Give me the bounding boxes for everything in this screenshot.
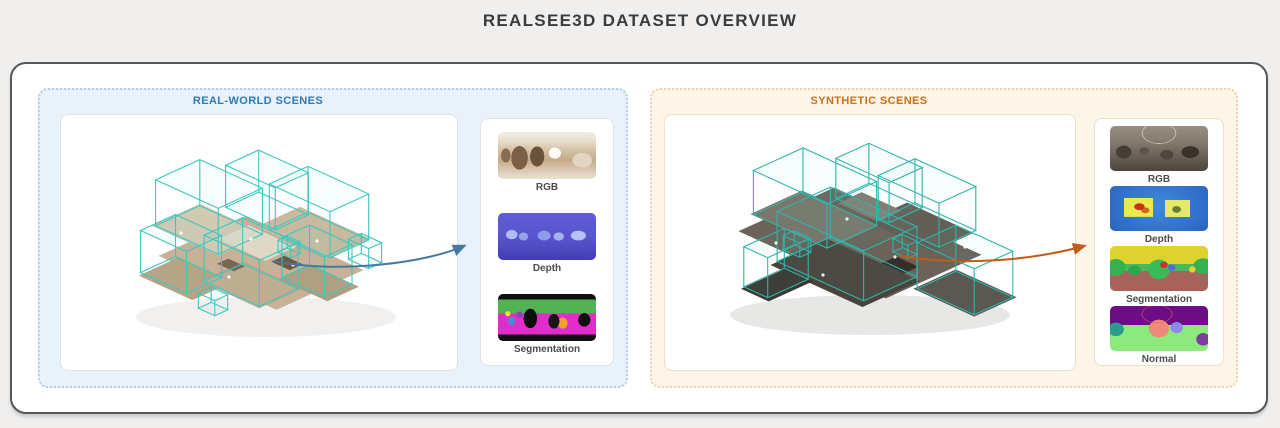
page-title: REALSEE3D DATASET OVERVIEW (482, 11, 798, 30)
synthetic-panel-title: SYNTHETIC SCENES (810, 95, 928, 107)
rgb-thumbnail (498, 132, 596, 179)
segmentation-thumbnail (498, 294, 596, 341)
modality-segmentation: Segmentation (498, 294, 596, 356)
thumbnail-label: Depth (1144, 234, 1174, 245)
normal-thumbnail (1110, 306, 1208, 351)
modality-rgb: RGB (498, 132, 596, 194)
depth-thumbnail (1110, 186, 1208, 231)
overview-board: REAL-WORLD SCENES RGB Depth Segmentation (10, 62, 1268, 414)
modality-depth: Depth (1110, 186, 1208, 246)
modality-depth: Depth (498, 213, 596, 275)
real-world-3d-scene-image (136, 149, 396, 337)
synthetic-3d-scene-image (730, 142, 1018, 335)
real-world-panel-title: REAL-WORLD SCENES (192, 95, 324, 107)
synthetic-scene-card (664, 114, 1076, 371)
real-world-scene-card (60, 114, 458, 371)
modality-segmentation: Segmentation (1110, 246, 1208, 306)
thumbnail-label: Normal (1141, 354, 1177, 365)
modality-normal: Normal (1110, 306, 1208, 366)
depth-thumbnail (498, 213, 596, 260)
modality-rgb: RGB (1110, 126, 1208, 186)
thumbnail-label: RGB (535, 182, 559, 193)
real-world-modalities-card: RGB Depth Segmentation (480, 118, 614, 366)
thumbnail-label: Segmentation (513, 344, 581, 355)
synthetic-panel: SYNTHETIC SCENES RGB Depth Segmentation … (650, 88, 1238, 388)
segmentation-thumbnail (1110, 246, 1208, 291)
real-world-panel: REAL-WORLD SCENES RGB Depth Segmentation (38, 88, 628, 388)
thumbnail-label: RGB (1147, 174, 1171, 185)
thumbnail-label: Depth (532, 263, 562, 274)
rgb-thumbnail (1110, 126, 1208, 171)
thumbnail-label: Segmentation (1125, 294, 1193, 305)
synthetic-modalities-card: RGB Depth Segmentation Normal (1094, 118, 1224, 366)
